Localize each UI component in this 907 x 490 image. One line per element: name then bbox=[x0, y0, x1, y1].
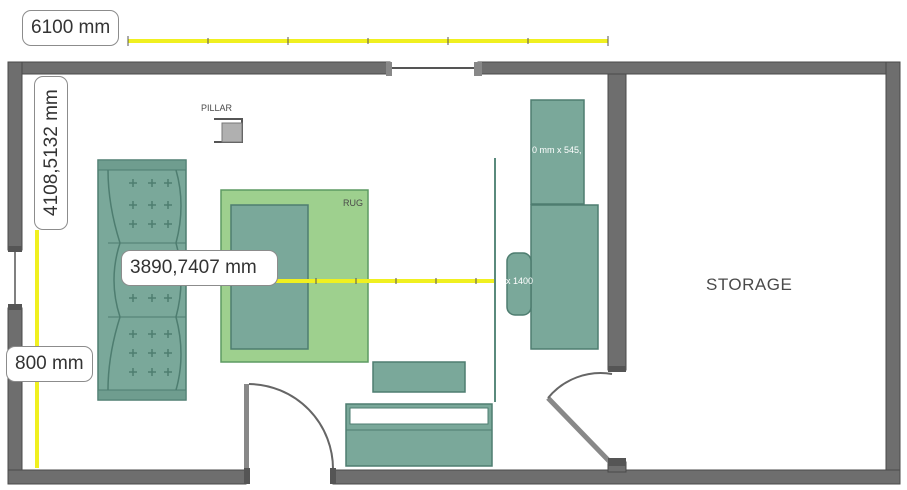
room-depth-label[interactable]: 3890,7407 mm bbox=[121, 250, 278, 286]
top-width-label[interactable]: 6100 mm bbox=[22, 10, 120, 46]
depth-dimension-line bbox=[276, 278, 494, 284]
window-icon bbox=[386, 62, 482, 76]
storage-door-icon bbox=[546, 366, 626, 466]
top-dimension-line bbox=[127, 36, 609, 46]
window-width-label[interactable]: 800 mm bbox=[6, 346, 93, 382]
rug-label: RUG bbox=[343, 198, 363, 208]
desk-size-label: 0 mm x 545, bbox=[532, 145, 582, 155]
left-window bbox=[8, 246, 22, 310]
bench bbox=[345, 403, 493, 467]
desk bbox=[530, 204, 599, 350]
pillar-icon bbox=[214, 118, 243, 143]
door-swing-icon bbox=[244, 383, 336, 484]
low-cabinet bbox=[372, 361, 466, 393]
chair-size-label: x 1400 bbox=[506, 276, 534, 286]
storage-label: STORAGE bbox=[706, 275, 793, 294]
shelf-upper bbox=[530, 99, 585, 205]
pillar-label: PILLAR bbox=[201, 103, 233, 113]
chair bbox=[506, 252, 532, 316]
left-height-label[interactable]: 4108,5132 mm bbox=[34, 76, 68, 230]
